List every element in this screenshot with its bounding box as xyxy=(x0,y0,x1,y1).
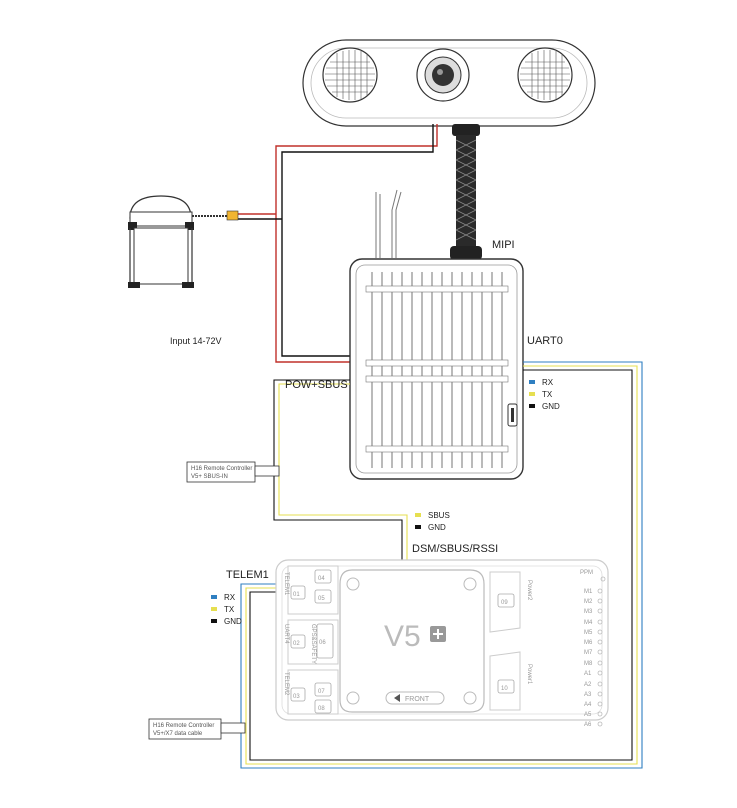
fc-logo: V5 xyxy=(384,620,421,653)
fc-output-label: M6 xyxy=(584,640,593,646)
legend-swatch xyxy=(211,607,217,611)
companion-computer xyxy=(349,258,524,480)
telem1-label: TELEM1 xyxy=(226,569,269,581)
rc-data-callout: H16 Remote Controller V5+/X7 data cable xyxy=(148,718,246,740)
connector-number: 02 xyxy=(293,641,300,647)
port-gps-safety-label: GPS&SAFETY xyxy=(310,624,316,664)
fc-output-label: A5 xyxy=(584,712,592,718)
connector-number: 07 xyxy=(318,689,325,695)
fc-ppm-label: PPM xyxy=(580,570,593,576)
legend-label: TX xyxy=(224,605,235,614)
rc-sbus-callout: H16 Remote Controller V5+ SBUS-IN xyxy=(186,461,280,483)
heatsink-fins xyxy=(371,272,503,468)
antenna-wires xyxy=(375,189,402,258)
fc-connectors xyxy=(290,569,515,714)
legend-swatch xyxy=(415,525,421,529)
legend-label: SBUS xyxy=(428,511,450,520)
fc-output-label: M4 xyxy=(584,620,593,626)
fc-output-label: A3 xyxy=(584,692,592,698)
rc-box-line1: H16 Remote Controller xyxy=(153,723,214,729)
legend-label: RX xyxy=(224,593,236,602)
port-telem2-label: TELEM2 xyxy=(283,672,289,696)
uart0-cable xyxy=(240,361,643,769)
fc-output-pins xyxy=(597,576,606,727)
uart0-legend: RX TX GND xyxy=(529,378,560,411)
connector-number: 05 xyxy=(318,596,325,602)
rc-box-line2: V5+/X7 data cable xyxy=(153,731,203,737)
connector-number: 06 xyxy=(319,640,326,646)
rc-box-line2: V5+ SBUS-IN xyxy=(191,474,228,480)
legend-label: GND xyxy=(224,617,242,626)
connector-number: 03 xyxy=(293,694,300,700)
battery-module xyxy=(128,195,239,288)
camera-left-grille xyxy=(325,50,375,100)
telem1-legend: RX TX GND xyxy=(211,593,242,626)
fc-output-label: A4 xyxy=(584,702,592,708)
fc-connector-numbers: 04 05 01 02 06 03 07 08 09 10 xyxy=(293,576,508,712)
fc-output-label: A1 xyxy=(584,671,592,677)
legend-label: RX xyxy=(542,378,554,387)
fc-output-label: M7 xyxy=(584,650,593,656)
fc-output-label: A6 xyxy=(584,722,592,728)
fc-output-label: M1 xyxy=(584,589,593,595)
fc-front-label: FRONT xyxy=(405,696,430,703)
pow-sbus-label: POW+SBUS xyxy=(285,379,348,391)
connector-number: 08 xyxy=(318,706,325,712)
stereo-camera xyxy=(302,39,596,127)
fc-output-label: M3 xyxy=(584,609,593,615)
mipi-label: MIPI xyxy=(492,239,515,251)
fc-output-label: M2 xyxy=(584,599,593,605)
power-wires xyxy=(236,124,438,363)
fc-output-label: A2 xyxy=(584,682,592,688)
sbus-cable xyxy=(273,379,408,562)
legend-swatch xyxy=(211,595,217,599)
port-power1-label: Power1 xyxy=(526,664,532,685)
legend-swatch xyxy=(415,513,421,517)
fc-output-labels: M1 M2 M3 M4 M5 M6 M7 M8 A1 A2 A3 A4 A5 A… xyxy=(584,589,593,728)
flight-controller xyxy=(275,559,609,727)
legend-label: TX xyxy=(542,390,553,399)
camera-right-grille xyxy=(520,50,570,100)
fc-output-label: M8 xyxy=(584,661,593,667)
connector-number: 04 xyxy=(318,576,325,582)
rc-box-line1: H16 Remote Controller xyxy=(191,466,252,472)
legend-swatch xyxy=(529,392,535,396)
fc-output-label: M5 xyxy=(584,630,593,636)
legend-label: GND xyxy=(428,523,446,532)
legend-swatch xyxy=(211,619,217,623)
uart0-label: UART0 xyxy=(527,335,563,347)
input-voltage-label: Input 14-72V xyxy=(170,336,222,346)
mipi-cable xyxy=(450,124,482,260)
port-uart4-label: UART4 xyxy=(283,624,289,644)
legend-label: GND xyxy=(542,402,560,411)
legend-swatch xyxy=(529,380,535,384)
port-telem1-label: TELEM1 xyxy=(283,572,289,596)
connector-number: 01 xyxy=(293,592,300,598)
dsm-sbus-rssi-label: DSM/SBUS/RSSI xyxy=(412,543,498,555)
legend-swatch xyxy=(529,404,535,408)
port-power2-label: Power2 xyxy=(526,580,532,601)
connector-number: 10 xyxy=(501,686,508,692)
sbus-legend: SBUS GND xyxy=(415,511,450,532)
connector-number: 09 xyxy=(501,600,508,606)
